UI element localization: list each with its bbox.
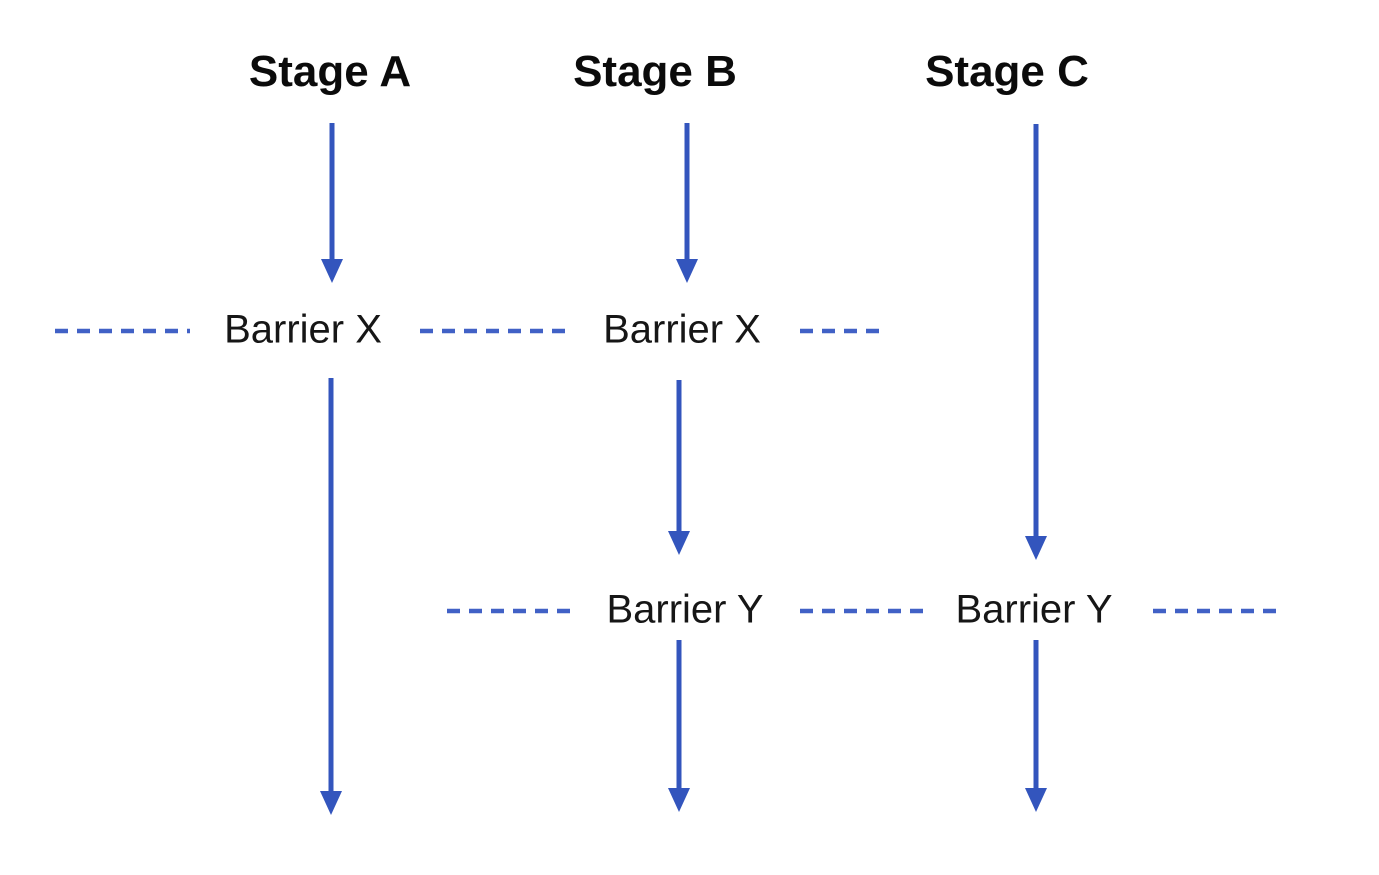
stage-c-arrow-1-head-icon xyxy=(1025,536,1047,560)
barrier-y-label-stage-c: Barrier Y xyxy=(949,587,1119,633)
stage-c-flow xyxy=(1025,124,1047,812)
stage-b-arrow-1-head-icon xyxy=(676,259,698,283)
stage-b-arrow-3-head-icon xyxy=(668,788,690,812)
stage-c-heading: Stage C xyxy=(925,47,1089,96)
stage-b-flow xyxy=(668,123,698,812)
stage-c-arrow-2-head-icon xyxy=(1025,788,1047,812)
stage-a-arrow-2-head-icon xyxy=(320,791,342,815)
barrier-y-label-stage-b: Barrier Y xyxy=(600,587,770,633)
stage-b-heading: Stage B xyxy=(573,47,737,96)
stage-a-flow xyxy=(320,123,343,815)
barrier-x-label-stage-a: Barrier X xyxy=(218,307,388,353)
stage-b-arrow-2-head-icon xyxy=(668,531,690,555)
stage-a-heading: Stage A xyxy=(248,47,412,96)
stage-a-arrow-1-head-icon xyxy=(321,259,343,283)
barrier-x-label-stage-b: Barrier X xyxy=(597,307,767,353)
